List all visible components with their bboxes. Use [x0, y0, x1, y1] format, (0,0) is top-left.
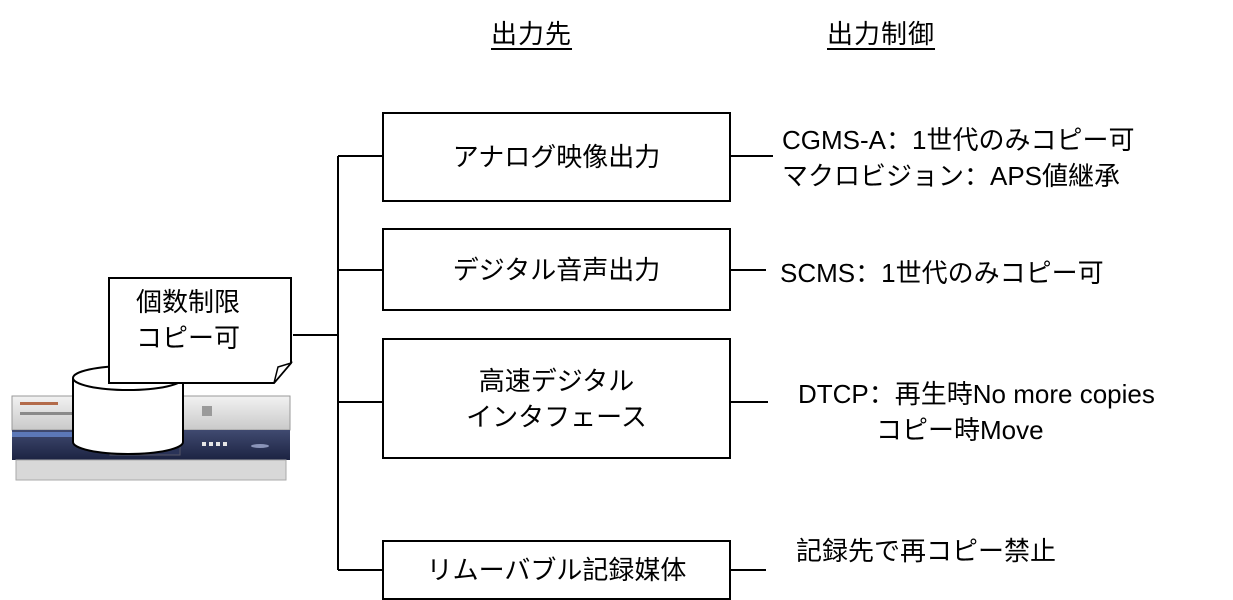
- control-line: 記録先で再コピー禁止: [796, 536, 1057, 566]
- output-label-line-1: 高速デジタル: [478, 365, 635, 396]
- output-label-line-2: インタフェース: [466, 401, 647, 432]
- source-line-1: 個数制限: [135, 287, 240, 317]
- output-box-digital-audio: デジタル音声出力: [382, 228, 731, 311]
- control-analog-video: CGMS-A：1世代のみコピー可 マクロビジョン：APS値継承: [782, 122, 1134, 194]
- output-label: リムーバブル記録媒体: [426, 555, 687, 585]
- header-control: 出力制御: [827, 19, 936, 49]
- control-line: マクロビジョン：APS値継承: [782, 161, 1121, 191]
- output-box-removable-media: リムーバブル記録媒体: [382, 540, 731, 600]
- output-label: アナログ映像出力: [452, 142, 661, 172]
- control-line: CGMS-A：1世代のみコピー可: [782, 125, 1135, 155]
- source-line-2: コピー可: [135, 323, 240, 353]
- connector-lines: [293, 155, 773, 571]
- output-box-analog-video: アナログ映像出力: [382, 112, 731, 202]
- control-digital-audio: SCMS：1世代のみコピー可: [780, 255, 1104, 291]
- copy-limit-note-icon: [108, 277, 293, 384]
- control-high-speed-digital: DTCP：再生時No more copies コピー時Move: [798, 376, 1155, 448]
- control-line: SCMS：1世代のみコピー可: [780, 258, 1104, 288]
- control-removable-media: 記録先で再コピー禁止: [796, 533, 1056, 569]
- output-label: デジタル音声出力: [452, 254, 661, 285]
- control-line: DTCP：再生時No more copies: [798, 379, 1155, 409]
- header-destination: 出力先: [491, 19, 573, 49]
- source-label: 個数制限 コピー可: [108, 284, 268, 356]
- control-line: コピー時Move: [876, 415, 1044, 445]
- output-box-high-speed-digital: 高速デジタル インタフェース: [382, 338, 731, 459]
